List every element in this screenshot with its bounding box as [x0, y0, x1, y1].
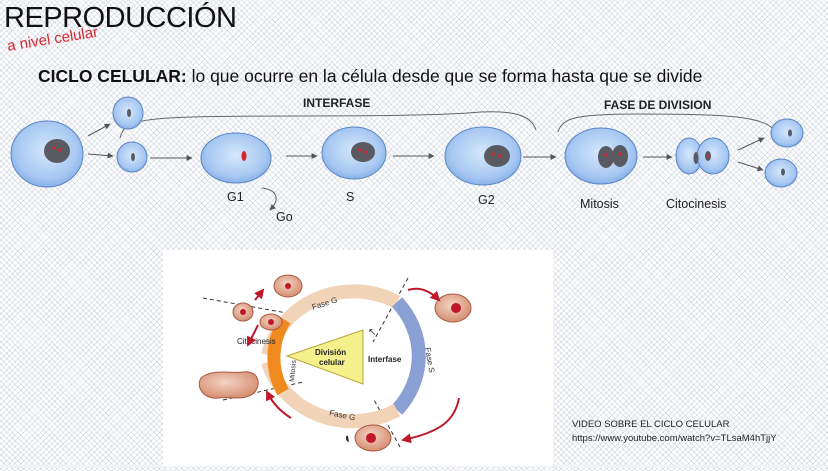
- ring-fase-s: [391, 297, 426, 415]
- fig-label-fase-s: Fase S: [423, 347, 436, 374]
- fig-label-mitosis: Mitosis: [289, 359, 298, 382]
- label-division-phase: FASE DE DIVISION: [604, 98, 712, 112]
- center-triangle: [285, 329, 364, 385]
- final-cell-bottom: [764, 158, 798, 188]
- final-cell-top: [770, 118, 804, 148]
- label-g1: G1: [227, 190, 244, 204]
- daughter-cell-top: [112, 96, 144, 130]
- ring-mitosis: [267, 316, 291, 396]
- cell-cycle-wheel: Fase G Fase S Fase G Mitosis División ce…: [198, 274, 472, 452]
- cell-g1: [200, 132, 272, 184]
- interphase-bracket: [119, 111, 537, 139]
- headline-text: lo que ocurre en la célula desde que se …: [186, 66, 703, 86]
- cell-mitosis: [564, 127, 638, 185]
- video-label: VIDEO SOBRE EL CICLO CELULAR: [572, 419, 730, 430]
- fig-label-division-1: División: [315, 348, 346, 357]
- headline-bold: CICLO CELULAR:: [38, 66, 187, 86]
- label-g2: G2: [478, 193, 495, 207]
- label-go: Go: [276, 210, 293, 224]
- label-s: S: [346, 190, 355, 204]
- cell-cycle-figure: Fase G Fase S Fase G Mitosis División ce…: [163, 250, 553, 466]
- headline: CICLO CELULAR: lo que ocurre en la célul…: [38, 66, 702, 87]
- cursor-icon: ↖: [368, 327, 376, 338]
- label-interphase: INTERFASE: [303, 96, 371, 110]
- fig-label-division-2: celular: [319, 358, 345, 367]
- fig-cells: [198, 274, 472, 452]
- daughter-cell-bottom: [116, 141, 148, 173]
- fig-label-citocinesis: Citocinesis: [237, 337, 276, 346]
- mother-cell: [10, 120, 84, 188]
- dashed-lines: [202, 277, 409, 448]
- cell-g2: [444, 126, 522, 186]
- label-mitosis: Mitosis: [580, 197, 619, 211]
- cell-cycle-diagram: [10, 96, 804, 211]
- video-link[interactable]: https://www.youtube.com/watch?v=TLsaM4hT…: [572, 433, 777, 444]
- fig-label-interfase: Interfase: [368, 355, 402, 364]
- cycle-arrows: [87, 123, 765, 211]
- division-bracket: [557, 113, 773, 133]
- label-cytokinesis: Citocinesis: [666, 197, 727, 211]
- cell-cytokinesis: [675, 137, 730, 175]
- cell-s: [321, 126, 387, 180]
- video-reference: VIDEO SOBRE EL CICLO CELULAR https://www…: [572, 418, 777, 446]
- fig-arrows: [247, 287, 460, 444]
- slide-title: REPRODUCCIÓN: [4, 2, 237, 34]
